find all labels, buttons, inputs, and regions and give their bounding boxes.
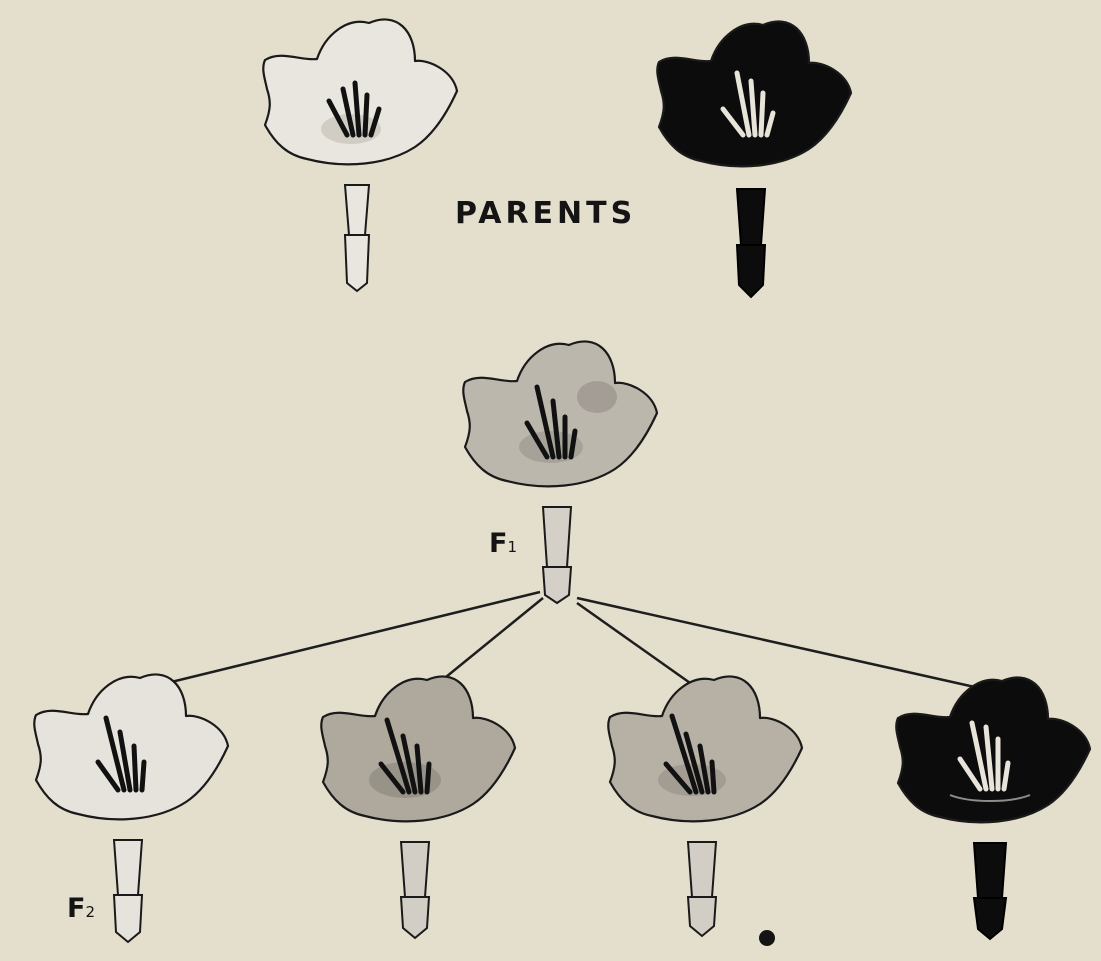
ink-dot (759, 930, 775, 946)
parent-dark-flower (657, 21, 851, 297)
f2-number: 2 (85, 903, 95, 921)
f1-hybrid-flower (463, 341, 657, 603)
lineage-lines (118, 592, 988, 712)
f2-dark-flower (896, 677, 1090, 939)
f2-white-flower (34, 674, 228, 942)
parents-label: PARENTS (455, 196, 636, 231)
f2-medium-b-flower (608, 676, 802, 936)
f1-generation-label: F1 (489, 528, 517, 559)
f2-letter: F (67, 893, 85, 924)
f1-letter: F (489, 528, 507, 559)
f2-medium-a-flower (321, 676, 515, 938)
f1-number: 1 (507, 538, 517, 556)
f2-generation-label: F2 (67, 893, 95, 924)
parent-white-flower (263, 19, 457, 291)
